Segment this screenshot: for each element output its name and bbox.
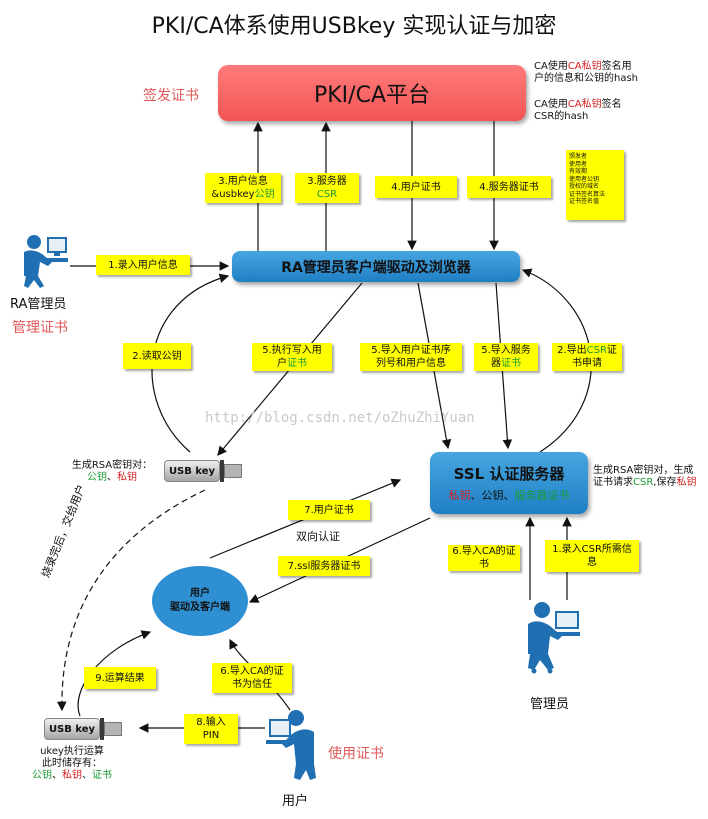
ssl-auth-server: SSL 认证服务器 私钥、公钥、服务器证书 <box>430 452 588 514</box>
use-cert-caption: 使用证书 <box>328 746 384 762</box>
step-4-user-cert: 4.用户证书 <box>375 176 457 198</box>
cert-field: 证书签名值 <box>569 198 600 205</box>
mutual-auth-caption: 双向认证 <box>296 530 340 543</box>
arrow-burn-dashed <box>57 489 206 712</box>
ca-note-2: CA使用CA私钥签名 CSR的hash <box>534 99 622 122</box>
usb-key-device: USB key <box>164 460 242 482</box>
cert-fields-list: 颁发者 使用者 有效期 使用者公钥 授权的域名 证书签名算法 证书签名值 <box>566 150 624 220</box>
admin-cert-caption: 管理证书 <box>12 320 68 336</box>
step-1-csr-info: 1.录入CSR所需信息 <box>545 540 639 572</box>
step-5-import-serial: 5.导入用户证书序列号和用户信息 <box>360 343 462 371</box>
step-1-input-user-info: 1.录入用户信息 <box>96 255 190 275</box>
ca-note-1: CA使用CA私钥签名用 户的信息和公钥的hash <box>534 61 639 84</box>
user-driver-client: 用户 驱动及客户端 <box>152 566 248 636</box>
step-5-import-server-cert: 5.导入服务器证书 <box>474 343 538 371</box>
pki-ca-platform: PKI/CA平台 <box>218 65 526 121</box>
cert-field: 使用者公钥 <box>569 175 600 183</box>
cert-field: 颁发者 <box>569 153 588 160</box>
sign-cert-caption: 签发证书 <box>143 88 199 104</box>
user-driver-title: 用户 <box>190 588 210 599</box>
cert-field: 证书签名算法 <box>569 190 606 198</box>
ukey-label: USB key <box>44 718 100 740</box>
watermark: http://blog.csdn.net/oZhuZhiYuan <box>205 410 475 426</box>
usb-key-label: USB key <box>164 460 220 482</box>
admin-caption: 管理员 <box>530 697 570 712</box>
ra-admin-client: RA管理员客户端驱动及浏览器 <box>232 251 520 282</box>
user-driver-subtitle: 驱动及客户端 <box>170 602 230 613</box>
ukey-device: USB key <box>44 718 122 740</box>
step-9-result: 9.运算结果 <box>84 667 156 689</box>
ssl-server-keys: 私钥、公钥、服务器证书 <box>448 489 570 502</box>
step-7-ssl-cert: 7.ssl服务器证书 <box>278 556 370 576</box>
step-5-write-cert: 5.执行写入用户证书 <box>252 343 332 371</box>
step-6-import-ca-trust: 6.导入CA的证书为信任 <box>212 663 292 693</box>
ra-admin-person-icon <box>24 235 68 288</box>
user-caption: 用户 <box>282 794 309 809</box>
cert-field: 授权的域名 <box>569 183 600 190</box>
ukey-note: ukey执行运算 此时储存有： 公钥、私钥、证书 <box>32 746 112 781</box>
step-7-user-cert: 7.用户证书 <box>288 500 370 520</box>
user-person-icon <box>266 710 316 780</box>
cert-field: 使用者 <box>569 160 588 168</box>
cert-field: 有效期 <box>569 168 588 175</box>
ra-admin-caption: RA管理员 <box>10 297 67 312</box>
step-2-export-csr: 2.导出CSR证书申请 <box>552 343 622 371</box>
admin-person-icon <box>528 602 580 674</box>
step-3-user-info: 3.用户信息&usbkey公钥 <box>205 173 281 203</box>
ssl-keygen-note: 生成RSA密钥对，生成 证书请求CSR,保存私钥 <box>593 465 697 488</box>
step-2-read-pubkey: 2.读取公钥 <box>123 343 191 369</box>
ssl-server-title: SSL 认证服务器 <box>453 465 565 483</box>
step-4-server-cert: 4.服务器证书 <box>467 176 551 198</box>
usb-keygen-note: 生成RSA密钥对： 公钥、私钥 <box>71 460 153 483</box>
diagram-title: PKI/CA体系使用USBkey 实现认证与加密 <box>151 14 557 39</box>
step-6-import-ca: 6.导入CA的证书 <box>448 545 520 571</box>
